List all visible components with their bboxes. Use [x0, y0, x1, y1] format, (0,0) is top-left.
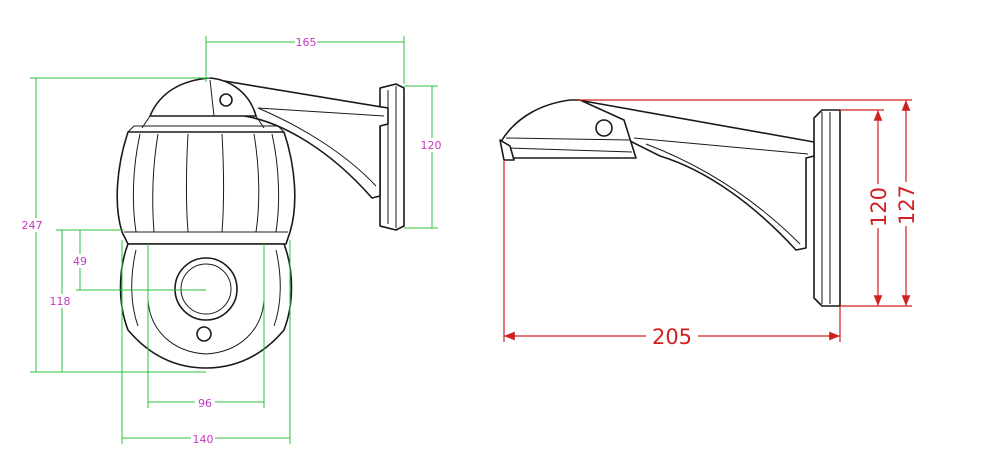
side-mount-plate [813, 109, 841, 307]
front-view: 165 247 120 118 49 96 140 [20, 35, 442, 446]
side-dome-head [499, 99, 637, 161]
front-dome-cap [141, 77, 265, 129]
dim-label-96: 96 [198, 397, 212, 410]
dim-label-165: 165 [296, 36, 317, 49]
dim-label-247: 247 [22, 219, 43, 232]
dim-label-118: 118 [50, 295, 71, 308]
side-view: 205 120 127 [499, 99, 919, 349]
side-dimension-labels: 205 120 127 [646, 182, 919, 349]
dim-label-120-side: 120 [867, 187, 891, 227]
front-upper-body [116, 125, 296, 245]
dim-label-49: 49 [73, 255, 87, 268]
front-dimension-labels: 165 247 120 118 49 96 140 [20, 35, 442, 446]
dim-label-205: 205 [652, 325, 692, 349]
front-mount-plate [379, 83, 405, 231]
dim-label-120-front: 120 [421, 139, 442, 152]
dim-label-140: 140 [193, 433, 214, 446]
front-lens [174, 257, 238, 342]
dim-label-127: 127 [895, 185, 919, 225]
side-bracket-arm [577, 99, 815, 251]
